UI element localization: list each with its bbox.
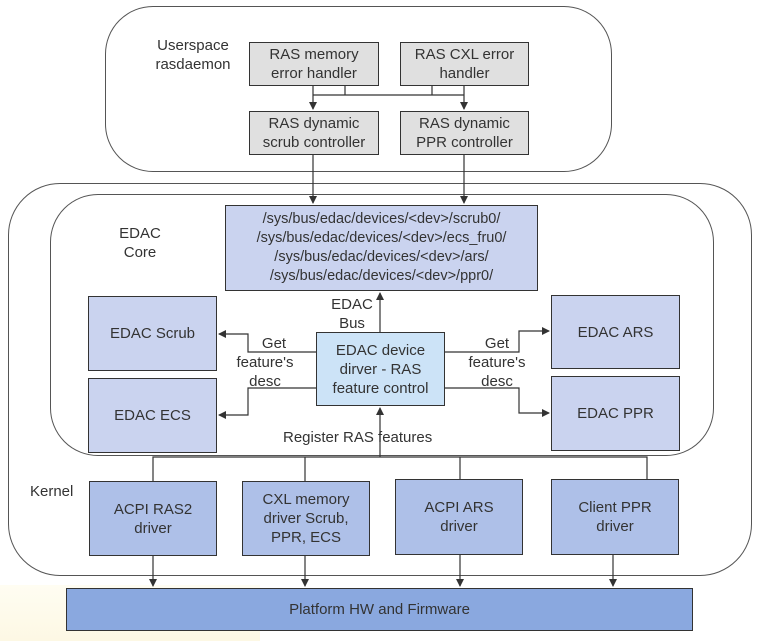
desc-line: Get <box>261 335 287 352</box>
box-line: ACPI ARS <box>424 499 494 516</box>
box-line: driver <box>134 519 172 537</box>
box-line: EDAC device <box>335 341 426 359</box>
edac-ecs-label: EDAC ECS <box>114 407 191 424</box>
cxl-memory-driver-box[interactable]: CXL memory driver Scrub, PPR, ECS <box>242 481 370 556</box>
register-ras-features-label: Register RAS features <box>283 429 433 446</box>
sysfs-path-ecs: /sys/bus/edac/devices/<dev>/ecs_fru0/ <box>256 230 507 246</box>
kernel-label: Kernel <box>30 483 74 500</box>
sysfs-path-ppr: /sys/bus/edac/devices/<dev>/ppr0/ <box>269 268 494 284</box>
edac-ppr-box[interactable]: EDAC PPR <box>551 376 680 451</box>
box-line: scrub controller <box>262 134 366 151</box>
ras-memory-error-handler[interactable]: RAS memory error handler <box>249 42 379 86</box>
box-line: CXL memory <box>262 491 350 508</box>
box-line: handler <box>439 65 490 82</box>
box-line: driver Scrub, <box>263 510 349 527</box>
connector <box>152 456 648 481</box>
edac-core-label-line1: EDAC <box>119 225 161 242</box>
box-line: error handler <box>271 65 357 82</box>
edac-ars-label: EDAC ARS <box>577 323 654 341</box>
acpi-ars-driver-box[interactable]: ACPI ARS driver <box>395 479 523 555</box>
box-line: RAS memory <box>269 46 359 63</box>
platform-label: Platform HW and Firmware <box>289 601 470 618</box>
client-ppr-driver-box[interactable]: Client PPR driver <box>551 479 679 555</box>
connector <box>445 327 550 353</box>
edac-device-driver-box[interactable]: EDAC device dirver - RAS feature control <box>316 332 445 406</box>
get-feature-desc-right: Get feature's desc <box>462 334 532 391</box>
sysfs-paths-box[interactable]: /sys/bus/edac/devices/<dev>/scrub0/ /sys… <box>225 205 538 291</box>
userspace-region <box>105 6 612 172</box>
box-line: PPR controller <box>416 134 513 151</box>
box-line: dirver - RAS <box>339 360 422 378</box>
edac-bus-line2: Bus <box>339 315 365 332</box>
edac-bus-line1: EDAC <box>331 296 373 313</box>
sysfs-path-scrub: /sys/bus/edac/devices/<dev>/scrub0/ <box>262 211 501 227</box>
desc-line: feature's <box>468 354 526 371</box>
connector <box>218 330 316 353</box>
edac-ars-box[interactable]: EDAC ARS <box>551 295 680 369</box>
ras-dynamic-scrub-controller[interactable]: RAS dynamic scrub controller <box>249 111 379 155</box>
edac-core-label: EDAC Core <box>110 224 170 262</box>
sysfs-path-ars: /sys/bus/edac/devices/<dev>/ars/ <box>274 249 489 265</box>
ras-cxl-error-handler[interactable]: RAS CXL error handler <box>400 42 529 86</box>
userspace-label-line2: rasdaemon <box>155 56 231 73</box>
desc-line: Get <box>484 335 510 352</box>
box-line: Client PPR <box>578 499 652 516</box>
box-line: driver <box>440 518 478 535</box>
edac-scrub-box[interactable]: EDAC Scrub <box>88 296 217 371</box>
edac-core-region <box>50 194 714 456</box>
edac-scrub-label: EDAC Scrub <box>109 325 196 342</box>
userspace-label: Userspace rasdaemon <box>148 36 238 74</box>
desc-line: desc <box>249 373 281 390</box>
box-line: driver <box>596 518 634 535</box>
get-feature-desc-left: Get feature's desc <box>230 334 300 391</box>
box-line: RAS CXL error <box>414 46 515 63</box>
box-line: ACPI RAS2 <box>113 500 193 518</box>
edac-bus-label: EDAC Bus <box>326 295 378 333</box>
connector <box>445 387 550 417</box>
box-line: PPR, ECS <box>270 529 342 546</box>
box-line: RAS dynamic <box>419 115 510 132</box>
platform-hw-firmware-box[interactable]: Platform HW and Firmware <box>66 588 693 631</box>
userspace-label-line1: Userspace <box>157 37 229 54</box>
box-line: feature control <box>332 379 429 397</box>
edac-ppr-label: EDAC PPR <box>577 405 654 422</box>
kernel-region <box>8 183 752 576</box>
edac-ecs-box[interactable]: EDAC ECS <box>88 378 217 453</box>
connector <box>218 387 316 419</box>
desc-line: desc <box>481 373 513 390</box>
box-line: RAS dynamic <box>268 115 360 132</box>
edac-core-label-line2: Core <box>123 244 157 261</box>
desc-line: feature's <box>236 354 294 371</box>
